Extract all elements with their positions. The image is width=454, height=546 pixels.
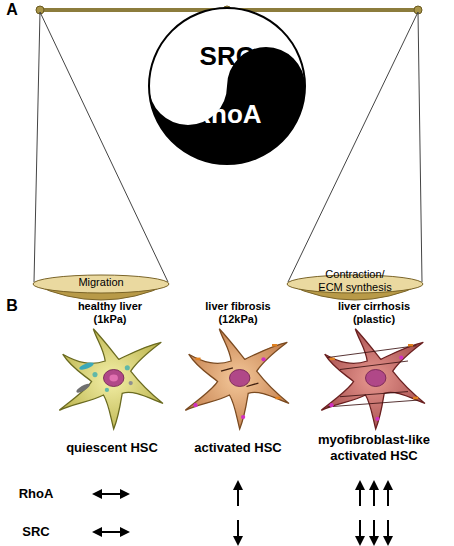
yin-yang-circle: SRC RhoA — [147, 6, 307, 166]
panel-letter: B — [0, 296, 24, 315]
panel-letter: A — [0, 0, 24, 19]
column-heading: liver fibrosis (12kPa) — [188, 300, 288, 326]
node-text: SRC — [157, 42, 297, 72]
quiescent-cell — [59, 329, 163, 429]
unchanged-arrow — [94, 531, 128, 533]
pan-rim — [33, 275, 169, 293]
activated-cell — [185, 329, 289, 429]
row-label: SRC — [6, 524, 66, 540]
node-text: Migration — [46, 276, 156, 289]
decrease-arrow — [373, 520, 375, 544]
column-heading: liver cirrhosis (plastic) — [324, 300, 424, 326]
pan-string — [288, 12, 418, 282]
yinyang-outline — [147, 6, 307, 166]
node-text: Contraction/ ECM synthesis — [314, 268, 396, 293]
pan-string — [40, 12, 168, 282]
decrease-arrow — [237, 520, 239, 544]
cell-state-label: activated HSC — [173, 440, 303, 456]
unchanged-arrow — [94, 493, 128, 495]
increase-arrow — [373, 482, 375, 506]
cell-state-label: quiescent HSC — [37, 440, 187, 456]
decrease-arrow — [359, 520, 361, 544]
balance-pan: Migration — [32, 264, 170, 304]
yin-half — [149, 8, 305, 164]
row-label: RhoA — [6, 486, 66, 502]
increase-arrow — [237, 482, 239, 506]
column-heading: healthy liver (1kPa) — [60, 300, 160, 326]
increase-arrow — [387, 482, 389, 506]
myofibroblast-cell — [321, 329, 425, 429]
decrease-arrow — [387, 520, 389, 544]
node-text: RhoA — [157, 100, 297, 130]
pan-string — [34, 12, 40, 282]
balance-pan: Contraction/ ECM synthesis — [286, 264, 424, 304]
pan-string — [418, 12, 422, 282]
increase-arrow — [359, 482, 361, 506]
cell-state-label: myofibroblast-like activated HSC — [299, 432, 449, 463]
